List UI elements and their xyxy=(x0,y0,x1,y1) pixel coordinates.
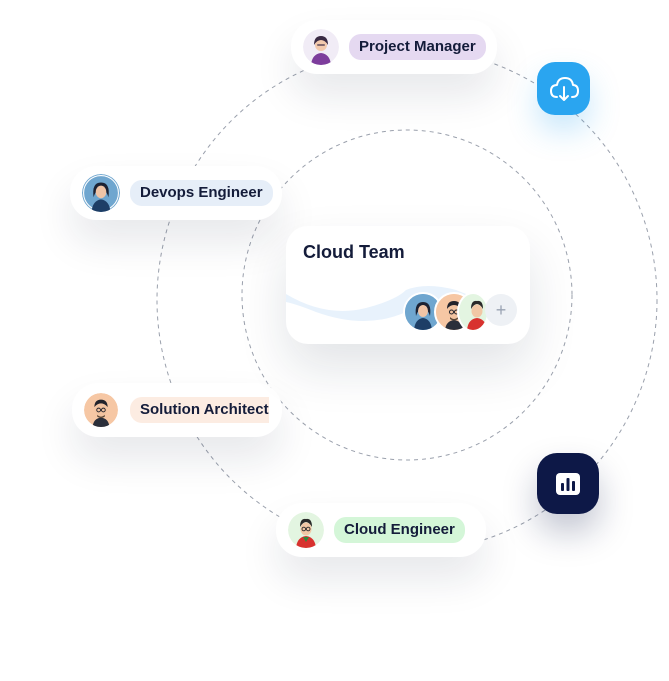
cloud-download-button[interactable] xyxy=(537,62,590,115)
cloud-team-card[interactable]: Cloud Team xyxy=(286,226,530,344)
cloud-download-icon xyxy=(549,76,579,101)
man-glasses-avatar xyxy=(84,393,118,427)
role-card-project-manager[interactable]: Project Manager xyxy=(291,20,497,74)
decorative-wave xyxy=(286,286,486,321)
cloud-team-title: Cloud Team xyxy=(303,242,405,262)
role-label-devops-engineer: Devops Engineer xyxy=(130,180,273,206)
role-label-cloud-engineer: Cloud Engineer xyxy=(334,517,465,543)
woman-purple-avatar xyxy=(303,29,339,65)
add-member-button[interactable]: + xyxy=(485,294,517,326)
role-card-devops-engineer[interactable]: Devops Engineer xyxy=(70,166,282,220)
inner-orbit xyxy=(241,129,573,461)
man-green-avatar xyxy=(457,292,489,332)
role-card-solution-architect[interactable]: Solution Architect xyxy=(72,383,282,437)
role-label-solution-architect: Solution Architect xyxy=(130,397,269,423)
analytics-button[interactable] xyxy=(537,453,599,514)
role-label-project-manager: Project Manager xyxy=(349,34,486,60)
bar-chart-icon xyxy=(556,472,580,495)
role-card-cloud-engineer[interactable]: Cloud Engineer xyxy=(276,503,486,557)
man-green-avatar xyxy=(288,512,324,548)
woman-blue-avatar xyxy=(82,174,120,212)
